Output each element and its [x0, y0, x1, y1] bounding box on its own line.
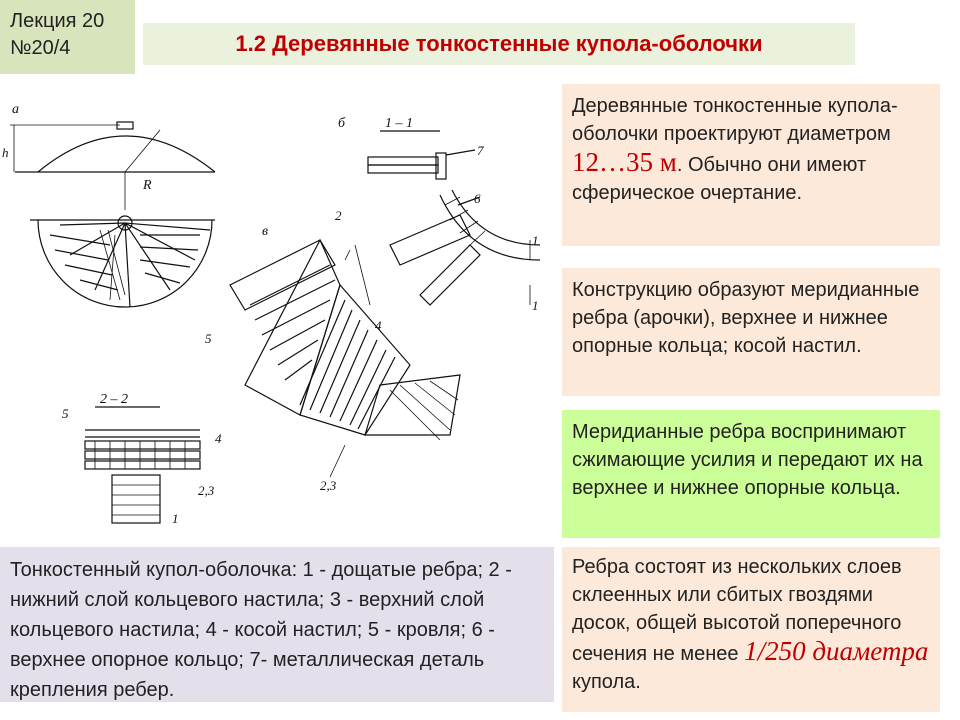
label-5-section: 5: [62, 406, 69, 421]
label-h: h: [2, 145, 9, 160]
section-2-2: 2 – 2 5 4 2,3 1: [62, 392, 222, 526]
label-2: 2: [335, 208, 342, 223]
label-r: R: [142, 178, 152, 193]
label-1-section: 1: [172, 511, 179, 526]
text-box-rib-composition: Ребра состоят из нескольких слоев склеен…: [562, 547, 940, 712]
box1-text-before: Деревянные тонкостенные купола-оболочки …: [572, 95, 898, 145]
label-7: 7: [477, 143, 484, 158]
label-4-section: 4: [215, 431, 222, 446]
dome-elevation: а h R: [2, 102, 216, 210]
dome-plan: [30, 215, 215, 308]
label-5: 5: [205, 331, 212, 346]
detail-b: б 1 – 1 7 6 1 1: [338, 116, 541, 313]
detail-v: в 2 5 4 2,3: [205, 208, 461, 493]
label-a: а: [12, 102, 19, 117]
label-v: в: [262, 224, 268, 239]
figure-caption: Тонкостенный купол-оболочка: 1 - дощатые…: [0, 547, 554, 702]
lecture-code: №20/4: [10, 37, 71, 59]
dome-technical-drawing: а h R б 1 – 1 7 6 1 1 в 2: [2, 102, 541, 526]
label-4: 4: [375, 318, 382, 333]
lecture-badge: Лекция 20 №20/4: [0, 0, 135, 74]
text-box-structure: Конструкцию образуют меридианные ребра (…: [562, 268, 940, 396]
diameter-range: 12…35 м: [572, 147, 677, 177]
label-6: 6: [474, 191, 481, 206]
box1-text-after: . Обычно они имеют сферическое очертание…: [572, 154, 867, 204]
slide-title: 1.2 Деревянные тонкостенные купола-оболо…: [143, 23, 855, 65]
height-ratio: 1/250 диаметра: [744, 636, 929, 666]
label-1-top: 1: [532, 233, 539, 248]
label-2-3-section: 2,3: [198, 483, 215, 498]
section-2-2-label: 2 – 2: [100, 392, 128, 407]
text-box-diameter: Деревянные тонкостенные купола-оболочки …: [562, 84, 940, 246]
box4-text-before: Ребра состоят из нескольких слоев склеен…: [572, 556, 902, 665]
label-b: б: [338, 116, 346, 131]
section-1-1: 1 – 1: [385, 116, 413, 131]
box4-text-after: купола.: [572, 671, 641, 693]
text-box-ribs-forces: Меридианные ребра воспринимают сжимающие…: [562, 410, 940, 538]
lecture-number: Лекция 20: [10, 10, 105, 32]
label-2-3: 2,3: [320, 478, 337, 493]
label-1-bottom: 1: [532, 298, 539, 313]
